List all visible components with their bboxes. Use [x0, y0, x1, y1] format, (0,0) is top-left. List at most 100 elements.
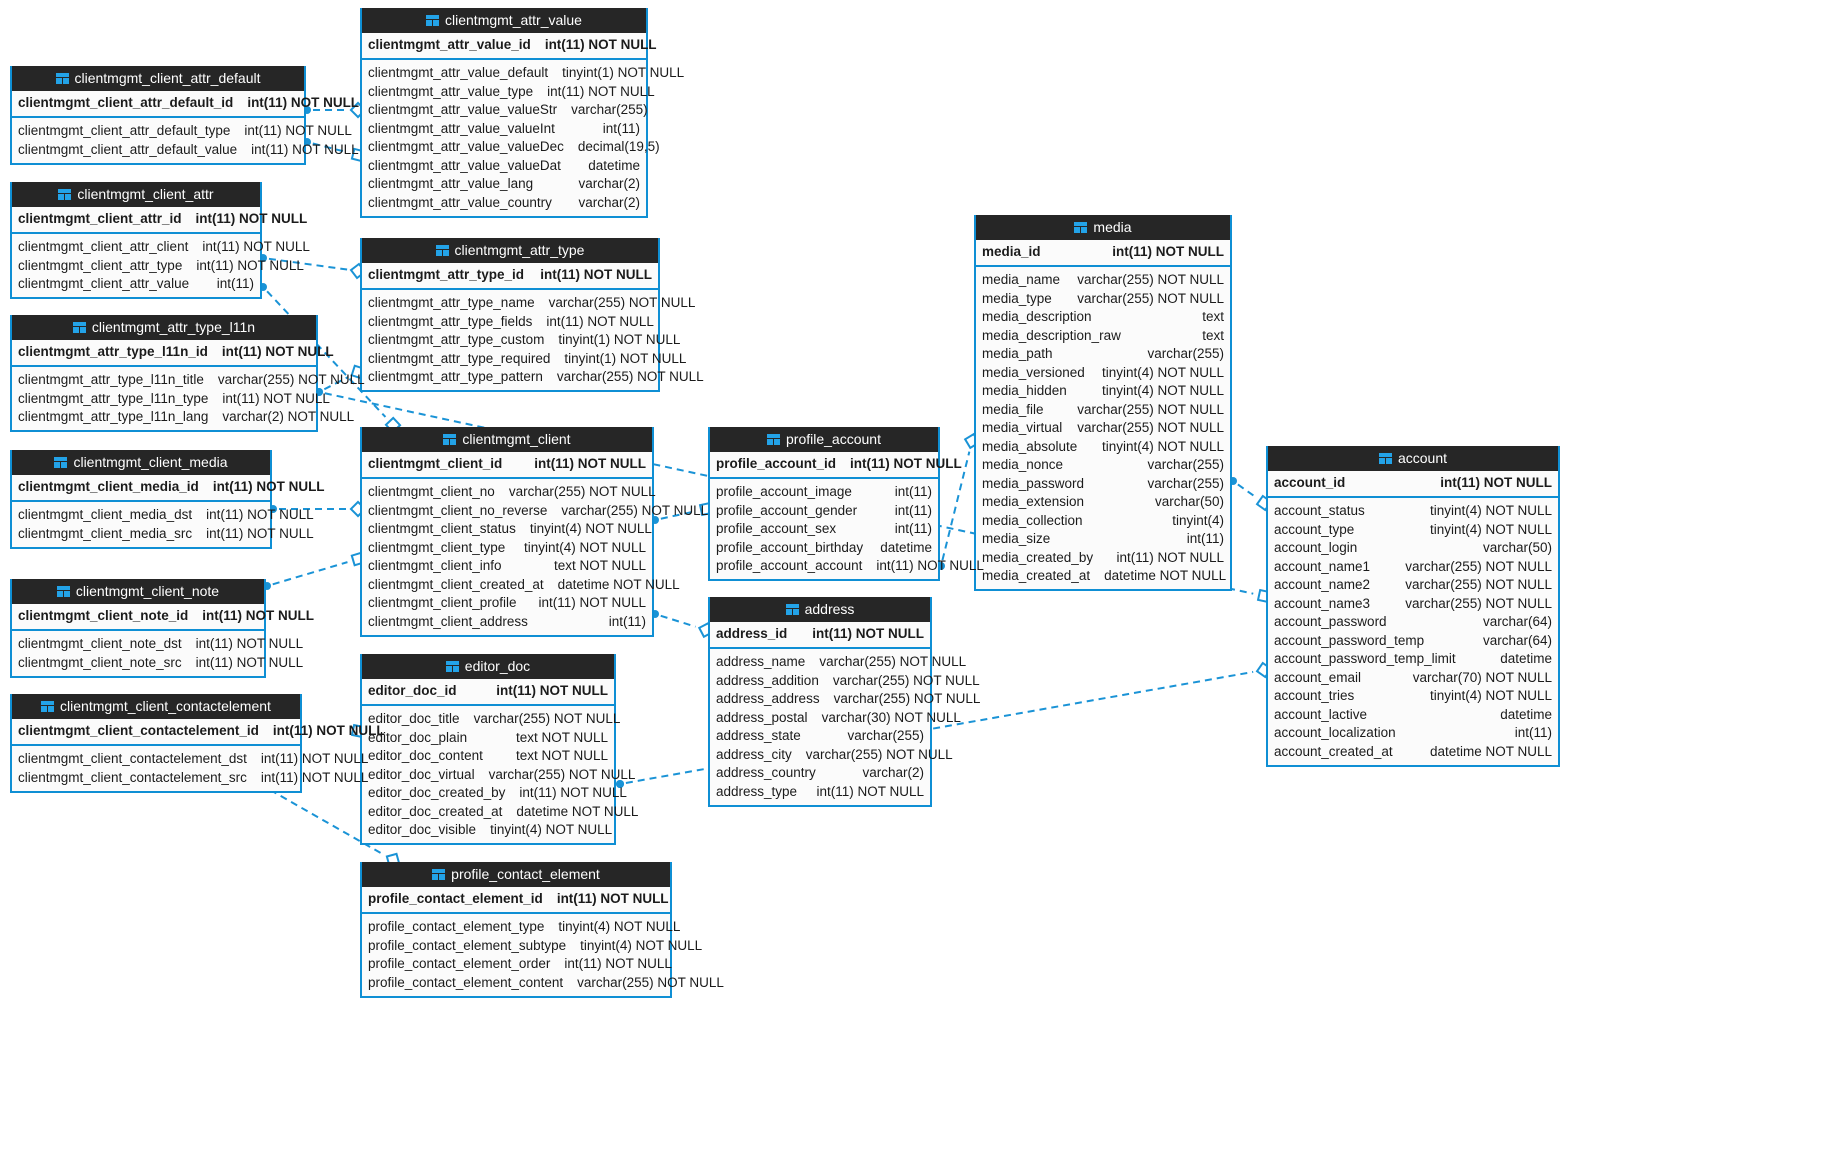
entity-title-bar[interactable]: clientmgmt_client_note: [12, 579, 264, 604]
entity-title-bar[interactable]: clientmgmt_client_attr_default: [12, 66, 304, 91]
entity-title-bar[interactable]: clientmgmt_client: [362, 427, 652, 452]
entity-title-bar[interactable]: clientmgmt_attr_type: [362, 238, 658, 263]
entity-title-bar[interactable]: profile_contact_element: [362, 862, 670, 887]
entity-title-bar[interactable]: clientmgmt_client_contactelement: [12, 694, 300, 719]
entity-profile_contact_element[interactable]: profile_contact_element profile_contact_e…: [360, 862, 724, 998]
entity-title-bar[interactable]: media: [976, 215, 1230, 240]
entity-title-bar[interactable]: account: [1268, 446, 1558, 471]
entity-title-bar[interactable]: profile_account: [710, 427, 938, 452]
entity-title-bar[interactable]: editor_doc: [362, 654, 614, 679]
entity-title-bar[interactable]: clientmgmt_attr_value: [362, 8, 646, 33]
